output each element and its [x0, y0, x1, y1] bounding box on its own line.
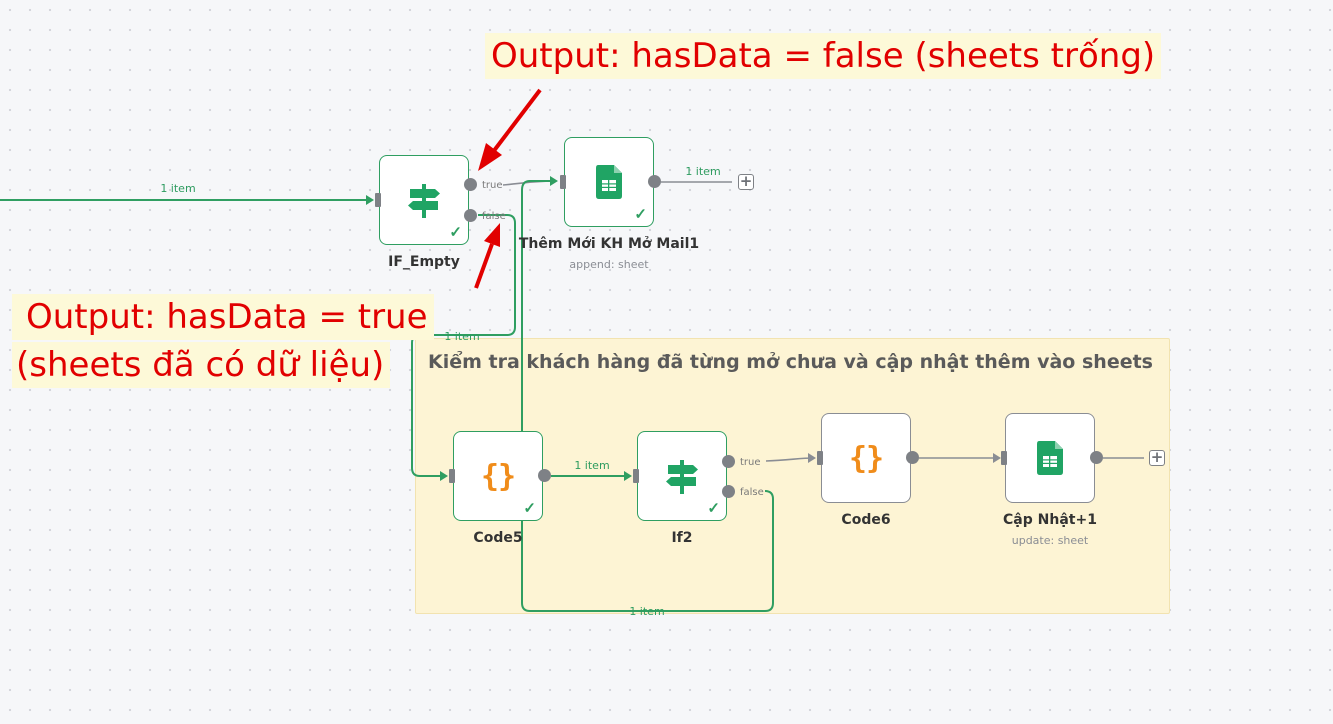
node-if2[interactable]: ✓ — [637, 431, 727, 521]
edge-label: 1 item — [444, 330, 479, 343]
input-port[interactable] — [817, 451, 823, 465]
input-port[interactable] — [560, 175, 566, 189]
arrowhead — [993, 453, 1001, 463]
edge-if2-false-loop — [521, 180, 774, 612]
arrowhead — [366, 195, 374, 205]
sticky-note-text: Kiểm tra khách hàng đã từng mở chưa và c… — [428, 351, 1153, 373]
handle-label-false: false — [482, 211, 506, 222]
add-node-button[interactable]: + — [1149, 448, 1165, 466]
add-node-button[interactable]: + — [738, 172, 754, 190]
google-sheets-icon — [596, 165, 622, 199]
node-cap-nhat[interactable] — [1005, 413, 1095, 503]
arrowhead — [808, 453, 816, 463]
success-check-icon: ✓ — [449, 224, 462, 241]
input-port[interactable] — [449, 469, 455, 483]
node-them-moi-kh[interactable]: ✓ — [564, 137, 654, 227]
node-subtitle: append: sheet — [569, 258, 649, 271]
annotation-false-output: Output: hasData = false (sheets trống) — [485, 33, 1162, 79]
node-title: Code6 — [841, 512, 891, 528]
signpost-icon — [408, 184, 440, 218]
handle-label-true: true — [740, 457, 761, 468]
node-if-empty[interactable]: ✓ — [379, 155, 469, 245]
output-port-false[interactable] — [464, 209, 477, 222]
success-check-icon: ✓ — [707, 500, 720, 517]
edge-label: 1 item — [574, 459, 609, 472]
output-port-false[interactable] — [722, 485, 735, 498]
output-port[interactable] — [538, 469, 551, 482]
node-title: IF_Empty — [388, 254, 460, 270]
annotation-true-output-line1: Output: hasData = true — [12, 294, 434, 340]
output-port[interactable] — [906, 451, 919, 464]
arrowhead — [624, 471, 632, 481]
edge-if-empty-false-to-code5 — [411, 214, 516, 477]
node-title: If2 — [671, 530, 693, 546]
code-braces-icon: {} — [480, 458, 516, 494]
node-code6[interactable]: {} — [821, 413, 911, 503]
node-title: Cập Nhật+1 — [1003, 512, 1097, 528]
output-port[interactable] — [648, 175, 661, 188]
input-port[interactable] — [633, 469, 639, 483]
node-title: Thêm Mới KH Mở Mail1 — [518, 236, 700, 252]
node-title: Code5 — [473, 530, 523, 546]
signpost-icon — [666, 460, 698, 494]
output-port-true[interactable] — [464, 178, 477, 191]
node-subtitle: update: sheet — [1011, 534, 1089, 547]
output-port-true[interactable] — [722, 455, 735, 468]
input-port[interactable] — [375, 193, 381, 207]
annotation-arrowhead — [478, 143, 502, 171]
annotation-arrow-icon — [491, 88, 542, 154]
success-check-icon: ✓ — [523, 500, 536, 517]
google-sheets-icon — [1037, 441, 1063, 475]
code-braces-icon: {} — [848, 440, 884, 476]
arrowhead — [440, 471, 448, 481]
handle-label-false: false — [740, 487, 764, 498]
success-check-icon: ✓ — [634, 206, 647, 223]
edge-label: 1 item — [685, 165, 720, 178]
input-port[interactable] — [1001, 451, 1007, 465]
annotation-arrowhead — [484, 223, 500, 247]
annotation-arrow-icon — [474, 243, 494, 289]
edge-label: 1 item — [160, 182, 195, 195]
annotation-true-output-line2: (sheets đã có dữ liệu) — [12, 342, 391, 388]
handle-label-true: true — [482, 180, 503, 191]
output-port[interactable] — [1090, 451, 1103, 464]
arrowhead — [550, 176, 558, 186]
edge-label: 1 item — [629, 605, 664, 618]
